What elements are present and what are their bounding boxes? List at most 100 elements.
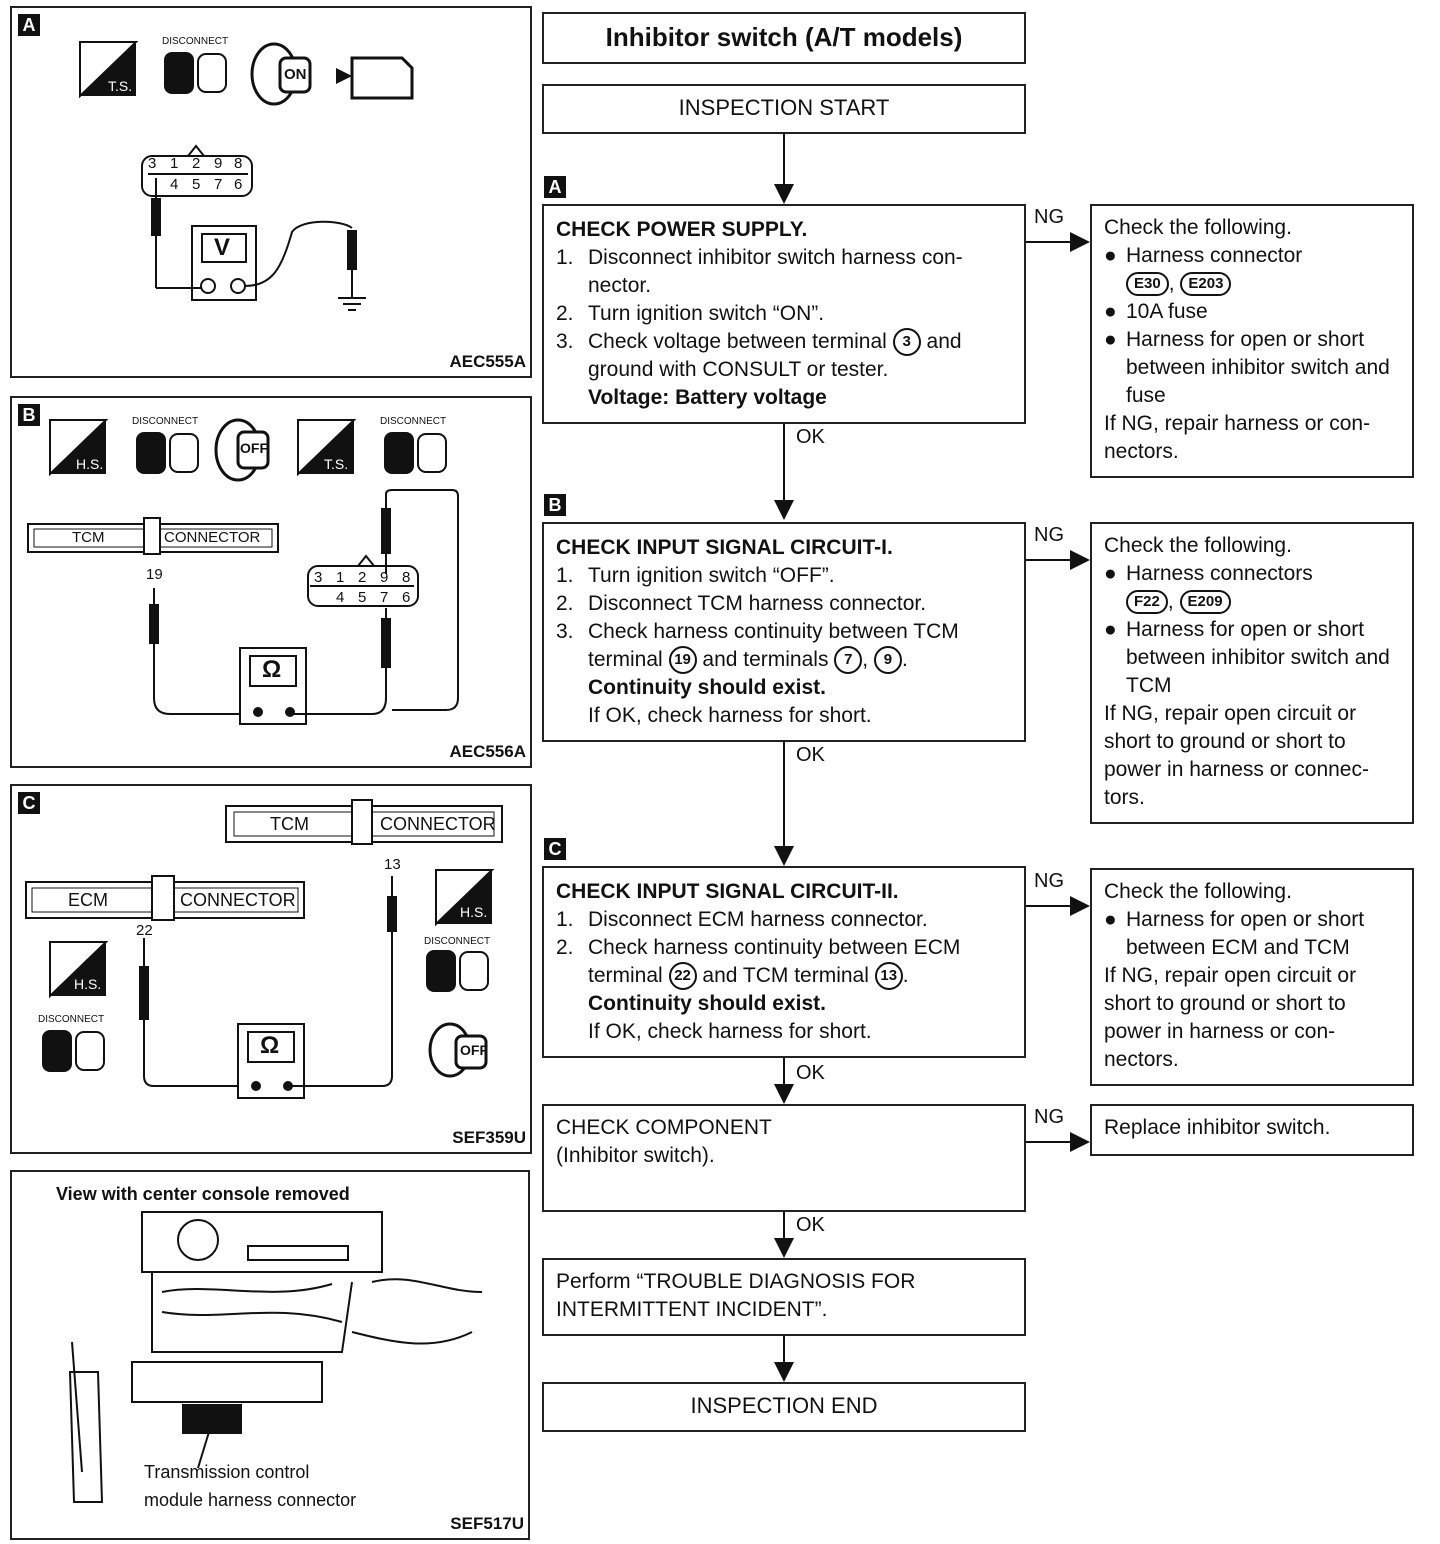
connector-tag: F22 bbox=[1126, 590, 1168, 615]
inspection-start: INSPECTION START bbox=[542, 84, 1026, 134]
item-number: 1. bbox=[556, 246, 574, 269]
ng-bullet: ●10A fuse bbox=[1104, 298, 1400, 326]
bullet-text: Harness for open or short between inhibi… bbox=[1126, 618, 1390, 697]
connector-tag: E30 bbox=[1126, 272, 1169, 297]
item-text-before: Check harness continuity between ECM ter… bbox=[588, 936, 961, 987]
step-c-box: CHECK INPUT SIGNAL CIRCUIT-II. 1.Disconn… bbox=[542, 866, 1026, 1058]
after-note: If OK, check harness for short. bbox=[588, 1020, 872, 1044]
end-text: INSPECTION END bbox=[690, 1393, 878, 1418]
step-c-title: CHECK INPUT SIGNAL CIRCUIT-II. bbox=[556, 880, 899, 903]
item-text-after: and ground with CONSULT or tester. bbox=[588, 330, 962, 382]
pin-5: 5 bbox=[358, 589, 367, 606]
item-text-before: Check voltage between terminal bbox=[588, 330, 887, 353]
perform-box: Perform “TROUBLE DIAGNOSIS FOR INTERMITT… bbox=[542, 1258, 1026, 1336]
ng-footer: If NG, repair open circuit or short to g… bbox=[1104, 702, 1369, 809]
component-line-2: (Inhibitor switch). bbox=[556, 1144, 715, 1167]
ng-footer: If NG, repair harness or con-nectors. bbox=[1104, 412, 1371, 463]
meter-symbol: Ω bbox=[262, 656, 282, 683]
ng-bullet: ● Harness for open or short between inhib… bbox=[1104, 616, 1400, 700]
ng-label: NG bbox=[1034, 524, 1064, 546]
tcm-label: TCM bbox=[72, 529, 105, 546]
start-text: INSPECTION START bbox=[678, 95, 890, 120]
bullet-text: Harness connector bbox=[1126, 244, 1303, 267]
ng-footer: If NG, repair open circuit or short to g… bbox=[1104, 964, 1357, 1071]
ng-bullet: ● Harness connector bbox=[1104, 242, 1400, 270]
terminal-badge: 3 bbox=[892, 328, 921, 357]
callout-line-2: module harness connector bbox=[144, 1490, 357, 1510]
connector-tag: E203 bbox=[1180, 272, 1232, 297]
spec-note: Voltage: Battery voltage bbox=[588, 386, 827, 410]
item-number: 3. bbox=[556, 330, 574, 353]
panel-letter: C bbox=[18, 792, 40, 814]
ng-head: Check the following. bbox=[1104, 216, 1292, 239]
step-b-box: CHECK INPUT SIGNAL CIRCUIT-I. 1.Turn ign… bbox=[542, 522, 1026, 742]
step-item: 3. Check harness continuity between TCM … bbox=[556, 618, 1012, 675]
terminal-badge: 9 bbox=[873, 646, 902, 675]
connector-tags: F22, E209 bbox=[1104, 588, 1400, 616]
page-title: Inhibitor switch (A/T models) bbox=[542, 12, 1026, 64]
component-line-1: CHECK COMPONENT bbox=[556, 1116, 772, 1139]
after-note: If OK, check harness for short. bbox=[588, 704, 872, 728]
pin-1: 1 bbox=[170, 155, 179, 172]
view-caption: View with center console removed bbox=[56, 1184, 350, 1204]
figure-code: AEC556A bbox=[449, 742, 526, 761]
pin-8: 8 bbox=[402, 569, 411, 586]
pin-3: 3 bbox=[148, 155, 157, 172]
ok-label: OK bbox=[796, 1214, 825, 1236]
step-item: 2.Disconnect TCM harness connector. bbox=[556, 590, 1012, 618]
connector-tag: E209 bbox=[1179, 590, 1231, 615]
item-text-mid: and terminals bbox=[702, 648, 829, 671]
item-text: Disconnect inhibitor switch harness con-… bbox=[588, 246, 963, 297]
figure-code: SEF359U bbox=[452, 1128, 526, 1147]
step-a-list: 1. Disconnect inhibitor switch harness co… bbox=[556, 244, 1012, 384]
bullet-dot-icon: ● bbox=[1104, 300, 1117, 323]
off-label: OFF bbox=[460, 1042, 488, 1058]
perform-text: Perform “TROUBLE DIAGNOSIS FOR INTERMITT… bbox=[556, 1270, 916, 1321]
step-b-ng-box: Check the following. ●Harness connectors… bbox=[1090, 522, 1414, 824]
title-text: Inhibitor switch (A/T models) bbox=[605, 22, 963, 52]
connector-label: CONNECTOR bbox=[164, 529, 261, 546]
disconnect-label: DISCONNECT bbox=[162, 36, 229, 47]
step-item: 1.Turn ignition switch “OFF”. bbox=[556, 562, 1012, 590]
step-item: 2. Check harness continuity between ECM … bbox=[556, 934, 1012, 991]
ecm-label: ECM bbox=[68, 890, 108, 910]
pin-4: 4 bbox=[170, 176, 179, 193]
ts-label: T.S. bbox=[324, 456, 349, 472]
pin-7: 7 bbox=[214, 176, 223, 193]
ng-label: NG bbox=[1034, 870, 1064, 892]
panel-c-diagram bbox=[25, 799, 503, 1099]
bullet-dot-icon: ● bbox=[1104, 618, 1117, 641]
ng-bullet: ●Harness connectors bbox=[1104, 560, 1400, 588]
bullet-dot-icon: ● bbox=[1104, 908, 1117, 931]
connector-label: CONNECTOR bbox=[180, 890, 296, 910]
panel-c: C TCM CONNECTOR ECM CONNECTOR bbox=[10, 784, 532, 1154]
figure-code: SEF517U bbox=[450, 1514, 524, 1533]
item-text: Check harness continuity between TCM ter… bbox=[588, 618, 1012, 675]
item-text: Check harness continuity between ECM ter… bbox=[588, 934, 1012, 991]
spec-note: Continuity should exist. bbox=[588, 676, 827, 700]
bullet-dot-icon: ● bbox=[1104, 328, 1117, 351]
hs-label: H.S. bbox=[76, 456, 104, 472]
step-letter-c: C bbox=[544, 838, 566, 860]
item-number: 3. bbox=[556, 620, 574, 643]
panel-b-diagram bbox=[27, 418, 459, 725]
disconnect-label: DISCONNECT bbox=[132, 416, 199, 427]
item-text: Check voltage between terminal 3 and gro… bbox=[588, 328, 1012, 384]
pin-8: 8 bbox=[234, 155, 243, 172]
item-text: Disconnect ECM harness connector. bbox=[588, 908, 928, 931]
bullet-text: Harness connectors bbox=[1126, 562, 1313, 585]
ng-label: NG bbox=[1034, 206, 1064, 228]
disconnect-label: DISCONNECT bbox=[380, 416, 447, 427]
tcm-label: TCM bbox=[270, 814, 309, 834]
ok-label: OK bbox=[796, 744, 825, 766]
step-b-list: 1.Turn ignition switch “OFF”. 2.Disconne… bbox=[556, 562, 1012, 675]
ng-label: NG bbox=[1034, 1106, 1064, 1128]
step-c-ng-box: Check the following. ●Harness for open o… bbox=[1090, 868, 1414, 1086]
item-number: 2. bbox=[556, 592, 574, 615]
bullet-dot-icon: ● bbox=[1104, 244, 1117, 267]
ecm-pin-22: 22 bbox=[136, 922, 153, 939]
pin-7: 7 bbox=[380, 589, 389, 606]
pin-6: 6 bbox=[402, 589, 411, 606]
connector-tags: E30, E203 bbox=[1104, 270, 1400, 298]
tcm-pin-13: 13 bbox=[384, 856, 401, 873]
